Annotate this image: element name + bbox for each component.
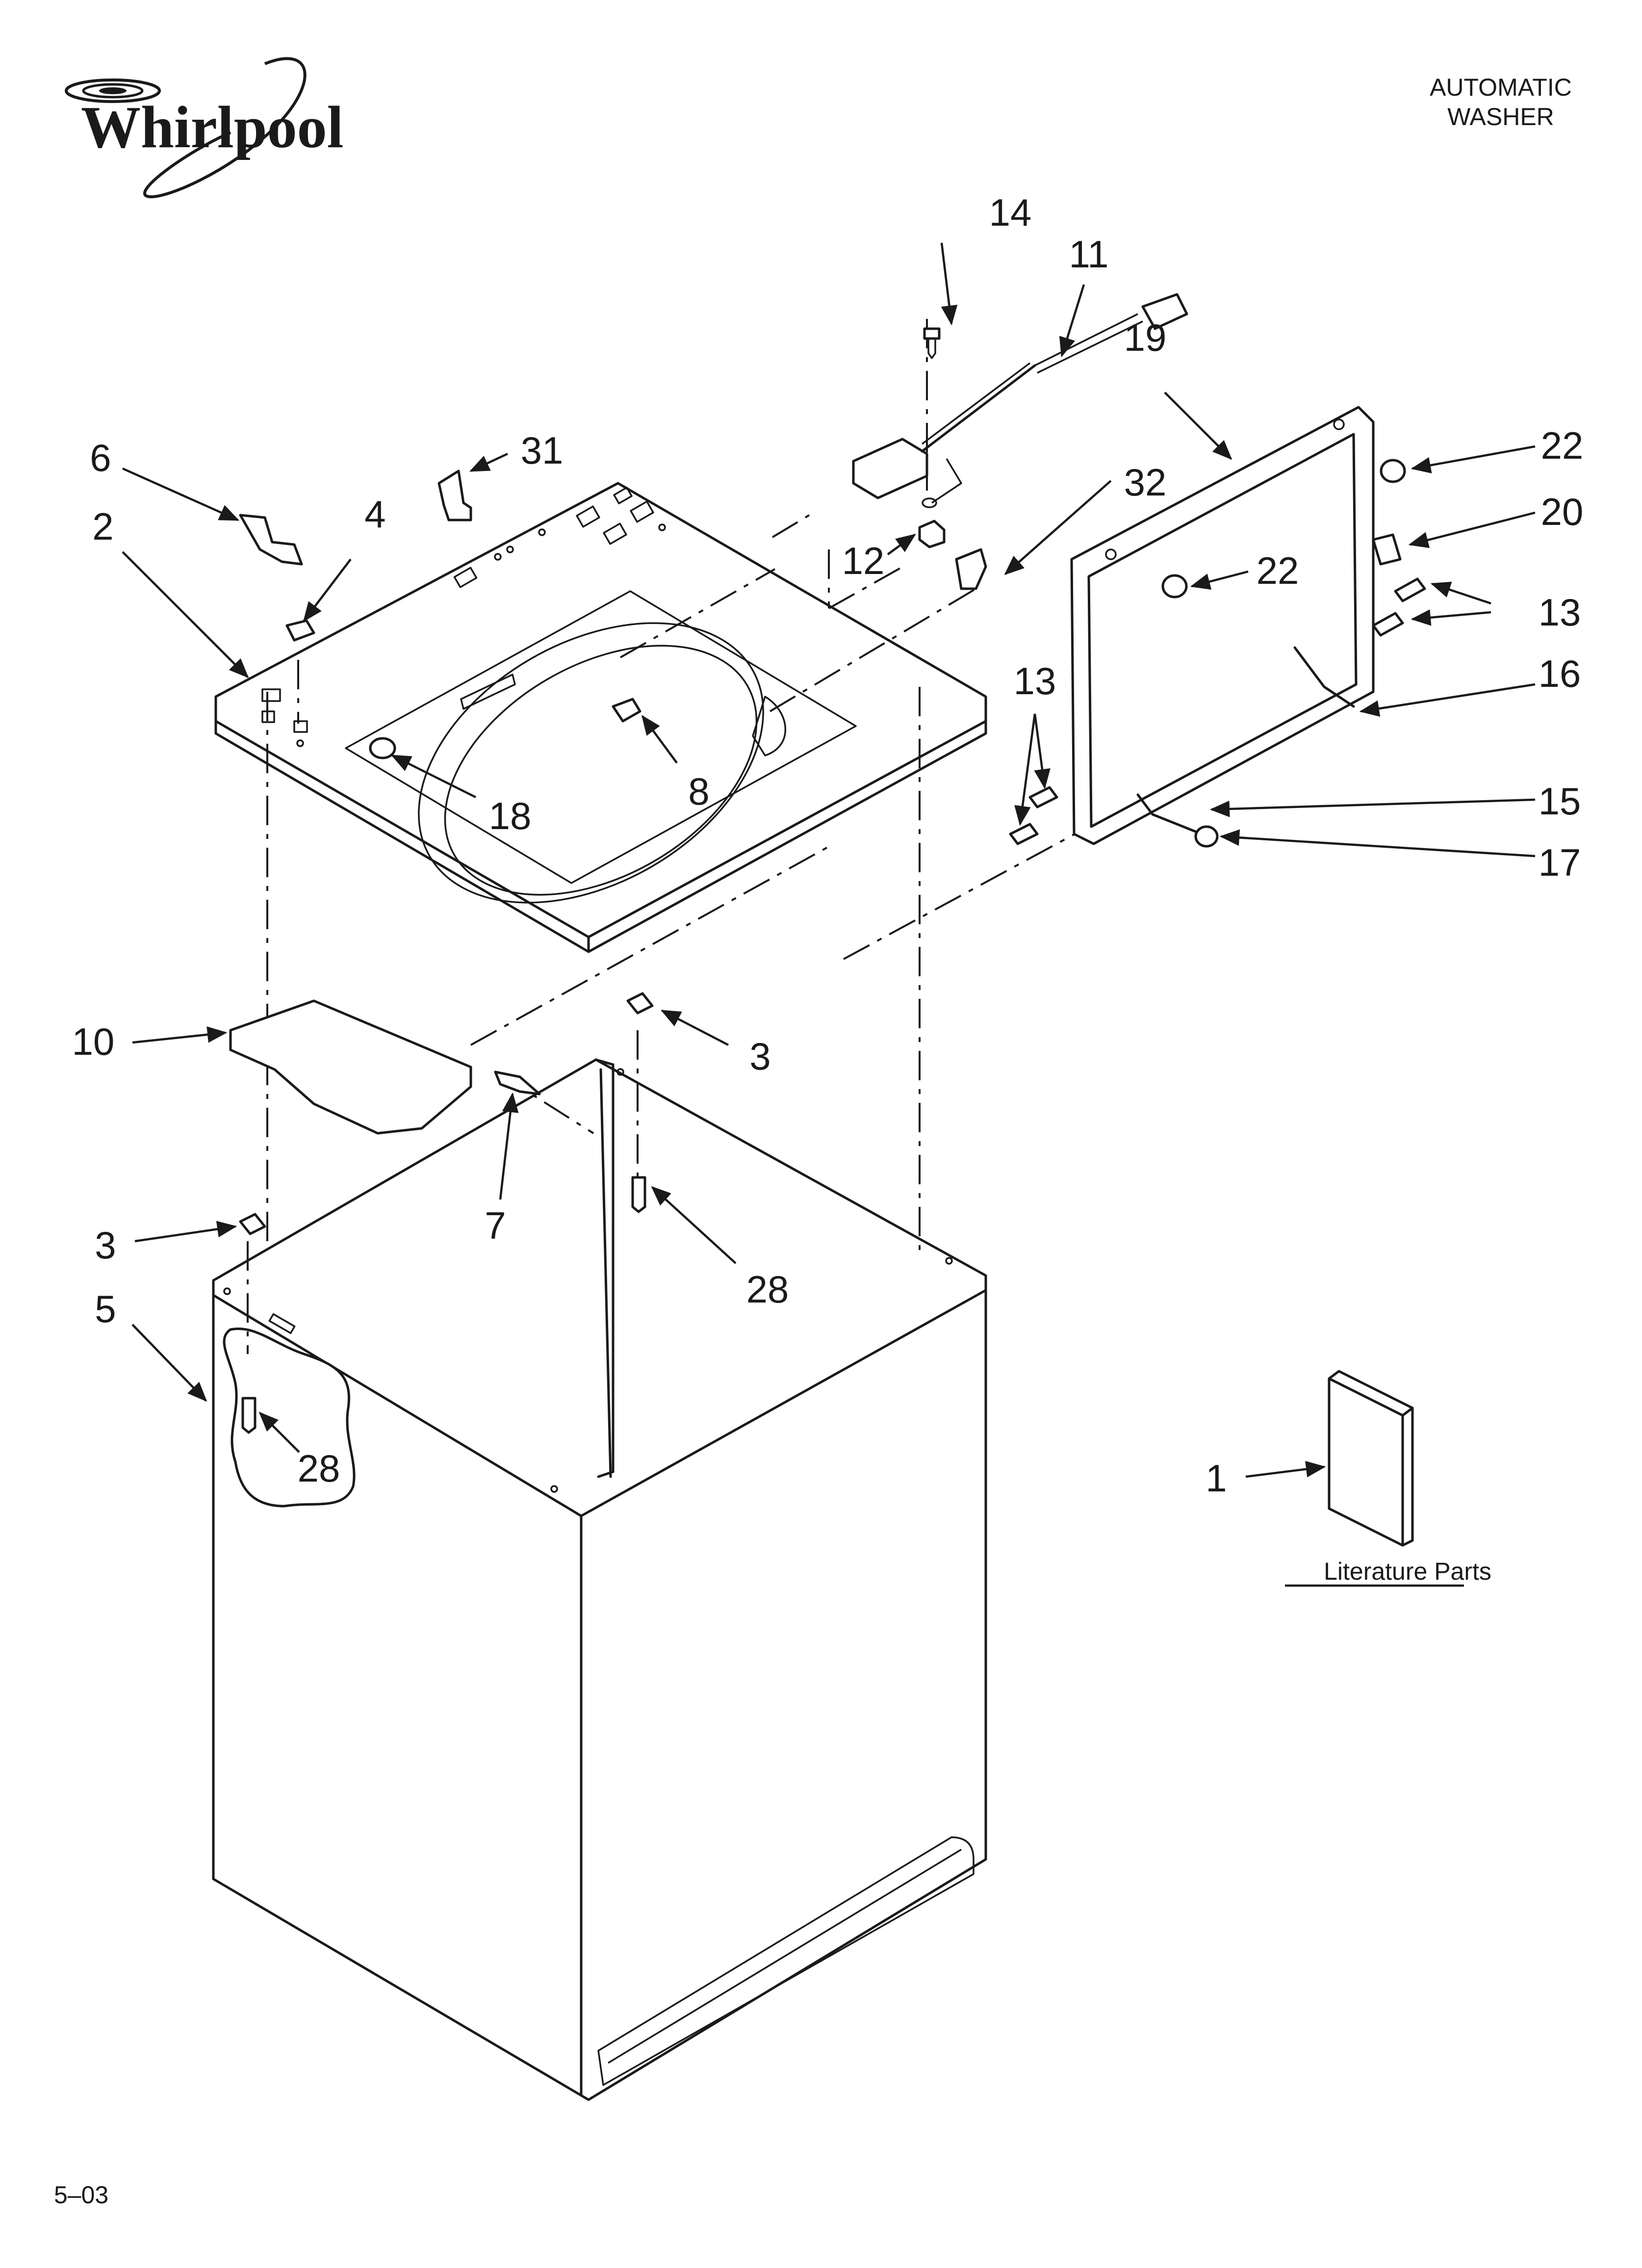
callout-32: 32 [1124,461,1167,504]
callout-13-left: 13 [1014,659,1056,703]
callout-28-front: 28 [298,1447,340,1490]
callout-17: 17 [1539,841,1581,884]
callout-10: 10 [72,1020,115,1063]
callout-1: 1 [1206,1457,1227,1500]
callout-3-rear: 3 [749,1035,770,1078]
literature-book [1328,1370,1414,1547]
lid-bumper-32 [955,548,987,590]
callout-18: 18 [489,794,532,837]
cabinet [212,1058,987,2101]
product-title-line1: AUTOMATIC [1430,74,1572,101]
hinge-rod-16 [1293,646,1355,708]
lid-switch-harness [852,293,1188,508]
callout-15: 15 [1539,780,1581,823]
callout-13-right: 13 [1539,591,1581,634]
callout-16: 16 [1539,652,1581,695]
callout-31: 31 [521,429,564,472]
callout-22-mid: 22 [1257,549,1299,592]
lid-bumper-22-a [1161,574,1188,599]
literature-caption: Literature Parts [1324,1558,1491,1585]
screw-14 [923,327,941,359]
bushing-17 [1194,825,1219,848]
alignment-line-lid-top [828,563,908,609]
callout-20: 20 [1541,490,1584,533]
alignment-line-bumper [769,588,977,712]
screw-28-front [241,1397,257,1434]
callout-28-rear: 28 [746,1268,789,1311]
screw-28-rear [631,1176,646,1213]
callout-7: 7 [485,1204,506,1247]
whirlpool-logo: Whirlpool [65,57,344,199]
callout-14: 14 [989,191,1032,234]
part-18 [369,737,396,759]
whirlpool-logo-text: Whirlpool [81,94,344,160]
callout-8: 8 [688,770,709,813]
lid-bumper-22-b [1380,459,1406,483]
callout-22-top: 22 [1541,424,1584,467]
callout-labels: 6 2 4 31 14 11 19 22 32 20 12 22 13 16 1… [72,191,1584,1500]
callout-12: 12 [842,539,885,582]
product-title: AUTOMATIC WASHER [1412,73,1589,131]
screw-13-c [1028,786,1058,808]
screw-13-d [1009,823,1039,845]
lid-assembly [1070,406,1375,845]
callout-4: 4 [364,493,385,536]
nut-12 [918,520,946,548]
leader-lines [122,242,1536,1478]
callout-19: 19 [1124,316,1167,359]
alignment-line-shield [470,843,834,1046]
alignment-line-hinge [843,828,1084,960]
screw-13-a [1394,577,1426,602]
screw-7 [494,1070,541,1095]
clip-3-rear [626,992,654,1015]
nut-4 [285,619,315,642]
clip-6 [239,514,303,566]
callout-3-front: 3 [95,1224,116,1267]
screw-13-b [1372,612,1404,637]
clip-3-front [239,1213,266,1235]
page-code: 5–03 [54,2181,109,2209]
callout-2: 2 [92,505,113,548]
screw-8 [612,698,641,723]
product-title-line2: WASHER [1447,103,1554,130]
cabinet-top [214,482,987,953]
clip-31 [437,469,472,521]
callout-6: 6 [90,436,111,479]
part-20 [1372,533,1402,566]
alignment-line-clip-32 [771,514,810,538]
callout-11: 11 [1069,233,1109,276]
hinge-rod-15 [1136,793,1203,835]
shield-10 [229,999,472,1135]
callout-5: 5 [95,1287,116,1330]
